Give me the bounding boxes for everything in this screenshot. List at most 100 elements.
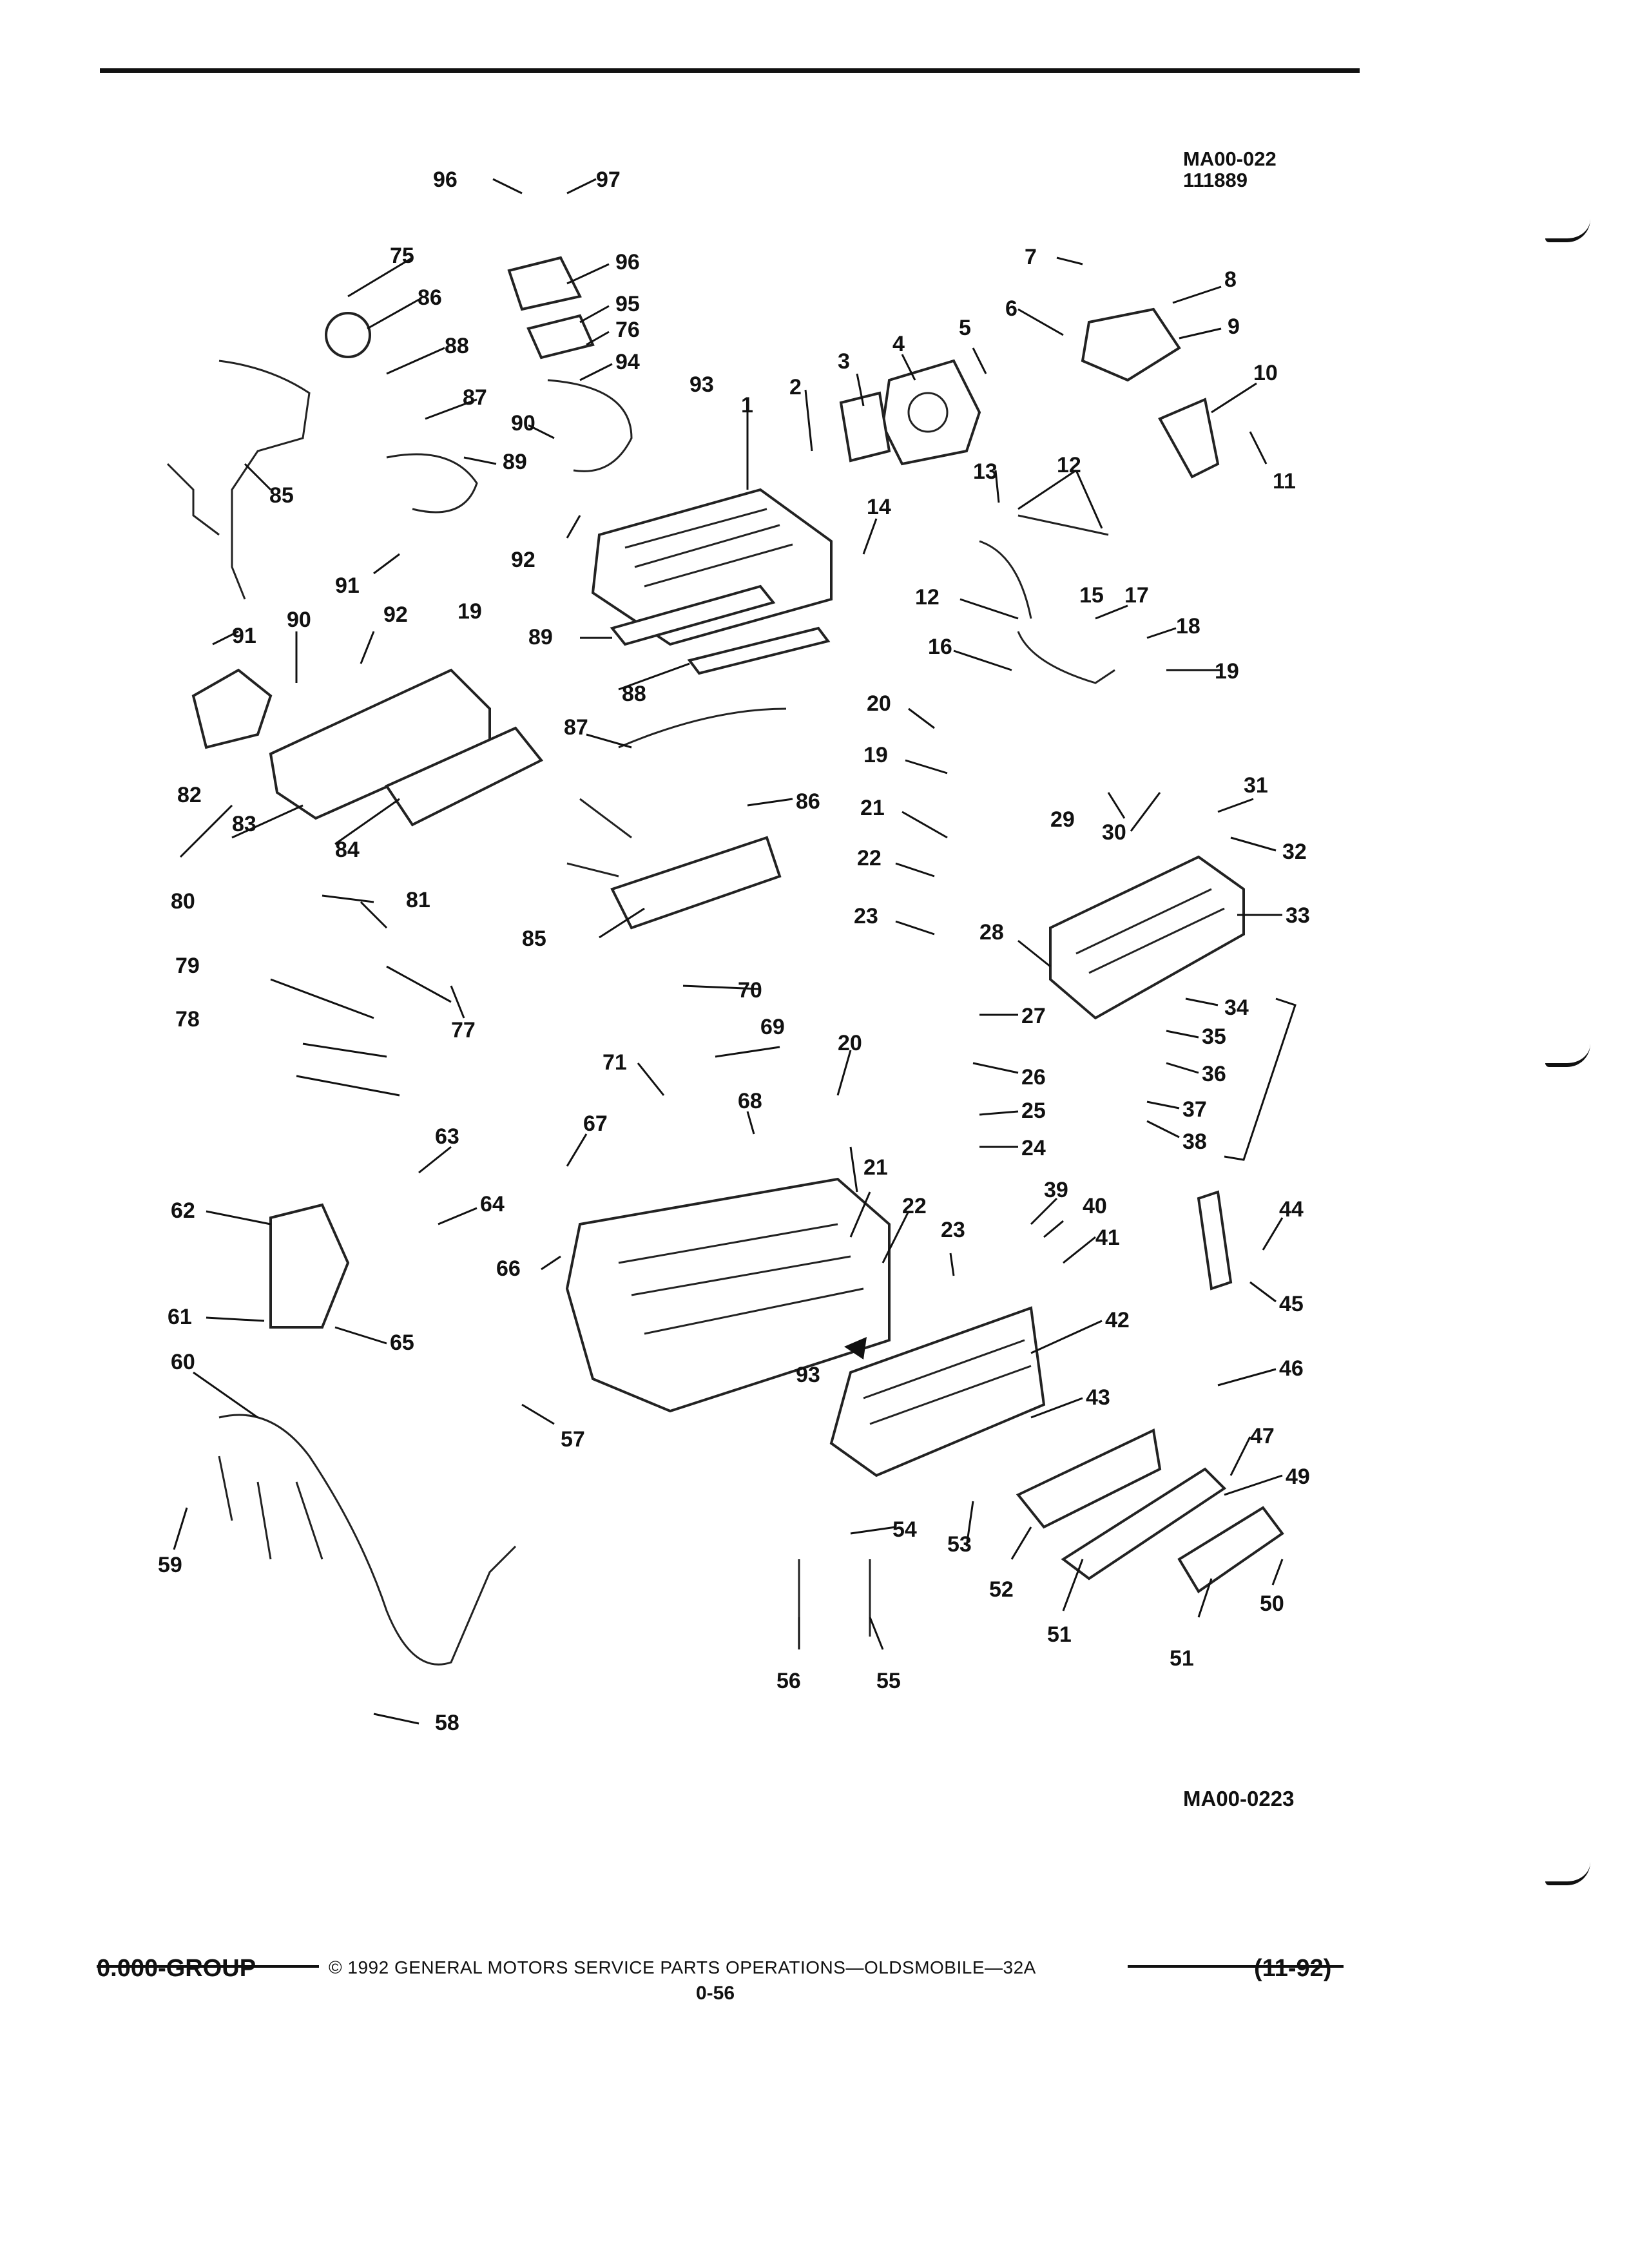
- callout: 20: [867, 691, 891, 716]
- callout: 58: [435, 1711, 459, 1735]
- callout: 92: [383, 602, 408, 627]
- callout: 56: [776, 1669, 801, 1693]
- callout: 96: [615, 250, 640, 274]
- callout: 29: [1050, 807, 1075, 832]
- callout: 88: [445, 334, 469, 358]
- arrow-icon: [844, 1337, 867, 1360]
- callout: 18: [1176, 614, 1200, 639]
- callout: 75: [390, 244, 414, 268]
- callout: 53: [947, 1532, 972, 1557]
- callout: 35: [1202, 1024, 1226, 1049]
- callout: 97: [596, 168, 621, 192]
- callout: 34: [1224, 995, 1249, 1020]
- callout: 87: [564, 715, 588, 740]
- callout: 64: [480, 1192, 505, 1216]
- callout: 37: [1182, 1097, 1207, 1122]
- callout: 23: [854, 904, 878, 928]
- top-rule: [100, 68, 1360, 73]
- callout: 25: [1021, 1099, 1046, 1123]
- callout: 71: [602, 1050, 627, 1075]
- callout: 77: [451, 1018, 476, 1043]
- callout: 17: [1124, 583, 1149, 608]
- callout: 7: [1025, 245, 1037, 269]
- callout: 63: [435, 1124, 459, 1149]
- callout: 89: [528, 625, 553, 649]
- binder-mark: [1545, 219, 1590, 242]
- callout: 16: [928, 635, 952, 659]
- footer-rule-right: [1128, 1965, 1344, 1968]
- callout: 80: [171, 889, 195, 914]
- callout: 92: [511, 548, 535, 572]
- callout: 66: [496, 1256, 521, 1281]
- callout: 70: [738, 978, 762, 1003]
- callout: 91: [335, 573, 360, 598]
- callout: 11: [1273, 469, 1296, 494]
- callout: 9: [1228, 314, 1240, 339]
- callout: 86: [418, 285, 442, 310]
- callout: 2: [789, 375, 802, 399]
- callout: 90: [287, 608, 311, 632]
- callout: 6: [1005, 296, 1017, 321]
- part-drawings: [166, 256, 1284, 1666]
- callout: 86: [796, 789, 820, 814]
- figure-code: MA00-022: [1183, 148, 1277, 170]
- footer-rule-left: [97, 1965, 319, 1968]
- callout: 82: [177, 783, 202, 807]
- callout: 20: [838, 1031, 862, 1055]
- callout: 62: [171, 1198, 195, 1223]
- callout: 23: [941, 1218, 965, 1242]
- callout: 3: [838, 349, 850, 374]
- callout: 60: [171, 1350, 195, 1374]
- callout: 30: [1102, 820, 1126, 845]
- callout: 49: [1286, 1465, 1310, 1489]
- callout: 52: [989, 1577, 1014, 1602]
- callout: 10: [1253, 361, 1278, 385]
- callout: 68: [738, 1089, 762, 1113]
- callout: 1: [741, 393, 753, 418]
- binder-mark: [1545, 1862, 1590, 1885]
- callout: 96: [433, 168, 458, 192]
- callout: 42: [1105, 1308, 1130, 1332]
- callout: 19: [458, 599, 482, 624]
- callout: 8: [1224, 267, 1237, 292]
- callout: 55: [876, 1669, 901, 1693]
- callout: 67: [583, 1111, 608, 1136]
- callout: 33: [1286, 903, 1310, 928]
- leader-lines: [173, 178, 1284, 1725]
- callout-labels: 96 97 96 95 76 94 75 86 88 87 89 90 85 9…: [158, 168, 1310, 1735]
- callout: 89: [503, 450, 527, 474]
- callout: 12: [1057, 453, 1081, 477]
- callout: 85: [522, 927, 546, 951]
- group-bracket: [1224, 997, 1296, 1161]
- callout: 85: [269, 483, 294, 508]
- callout: 43: [1086, 1385, 1110, 1410]
- callout: 38: [1182, 1129, 1207, 1154]
- callout: 13: [973, 459, 998, 484]
- callout: 90: [511, 411, 535, 436]
- callout: 54: [892, 1517, 917, 1542]
- callout: 76: [615, 318, 640, 342]
- callout: 26: [1021, 1065, 1046, 1090]
- callout: 19: [863, 743, 888, 767]
- callout: 4: [892, 332, 905, 356]
- footer-date: (11-92): [1254, 1955, 1332, 1982]
- callout: 57: [561, 1427, 585, 1452]
- callout: 94: [615, 350, 640, 374]
- callout: 27: [1021, 1004, 1046, 1028]
- callout: 87: [463, 385, 487, 410]
- callout: 78: [175, 1007, 200, 1032]
- callout: 19: [1215, 659, 1239, 684]
- callout: 47: [1250, 1424, 1275, 1448]
- callout: 84: [335, 838, 360, 862]
- callout: 41: [1095, 1225, 1120, 1250]
- callout: 31: [1244, 773, 1268, 798]
- exploded-parts-diagram: 96 97 96 95 76 94 75 86 88 87 89 90 85 9…: [158, 168, 1310, 1735]
- callout: 32: [1282, 840, 1307, 864]
- callout: 61: [168, 1305, 192, 1329]
- callout: 69: [760, 1015, 785, 1039]
- callout: 36: [1202, 1062, 1226, 1086]
- callout: 22: [857, 846, 882, 870]
- callout: 24: [1021, 1136, 1046, 1160]
- callout: 95: [615, 292, 640, 316]
- callout: 39: [1044, 1178, 1068, 1202]
